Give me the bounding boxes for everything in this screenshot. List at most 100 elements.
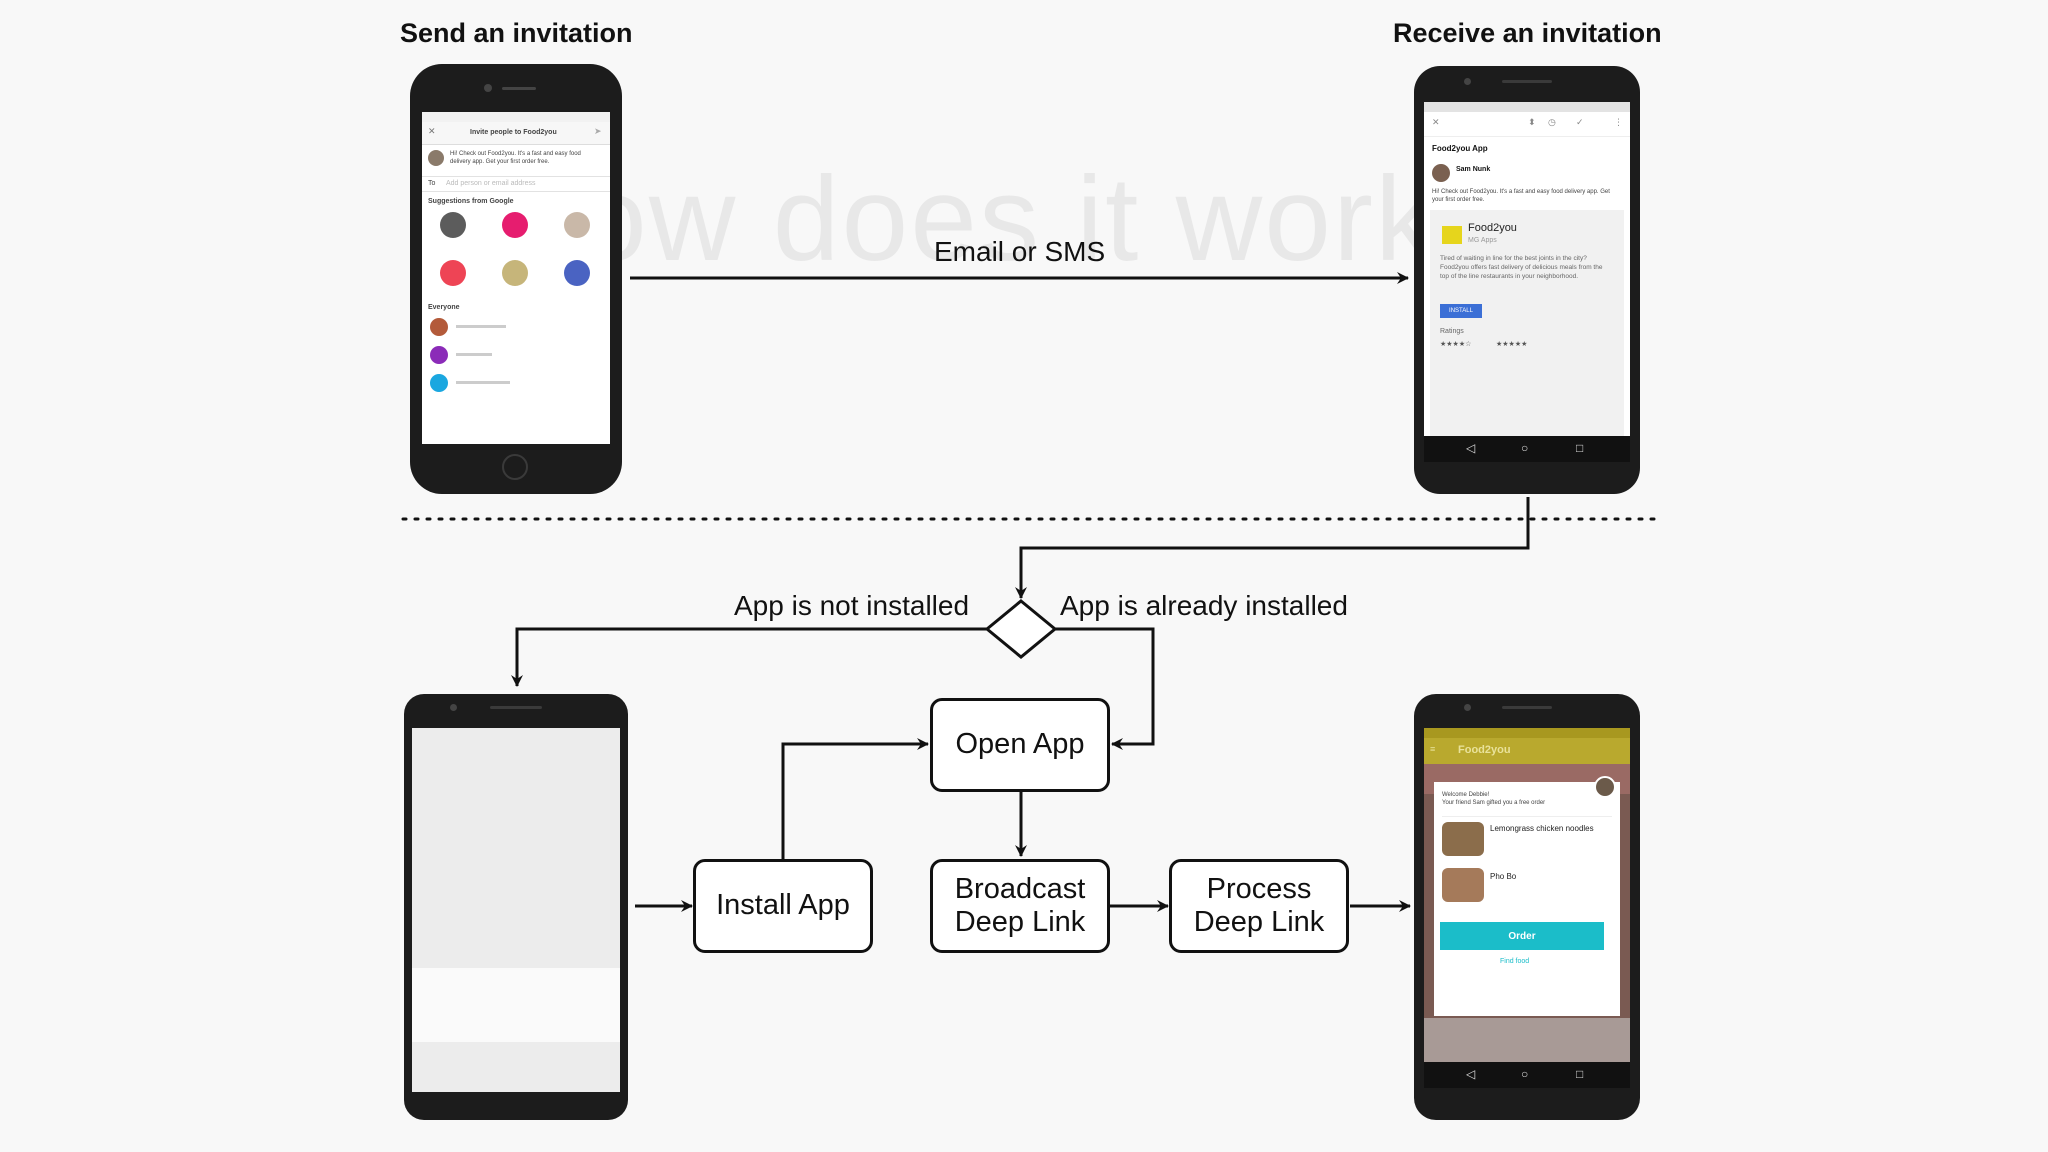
everyone-title: Everyone xyxy=(428,304,460,311)
back-icon[interactable]: ◁ xyxy=(1466,441,1476,455)
label-not-installed: App is not installed xyxy=(734,590,970,621)
blank-screen xyxy=(412,728,620,1092)
clock-icon[interactable]: ◷ xyxy=(1548,117,1556,127)
pin-icon[interactable]: ⬍ xyxy=(1528,117,1536,127)
email-body: Hi! Check out Food2you. It's a fast and … xyxy=(1432,189,1610,203)
node-process-deep-link: Process Deep Link xyxy=(1169,859,1349,953)
label-already-installed: App is already installed xyxy=(1060,590,1348,621)
to-field[interactable]: Add person or email address xyxy=(446,180,536,187)
email-subject: Food2you App xyxy=(1432,144,1488,153)
email-toolbar: ✕ ⬍ ◷ ✓ ⋮ xyxy=(1424,112,1630,137)
app-name: Food2you xyxy=(1468,222,1517,234)
rating-stars: ★★★★★ xyxy=(1496,341,1528,348)
contact-name-placeholder xyxy=(456,381,510,384)
contact-avatar[interactable] xyxy=(440,212,466,238)
gift-card: Welcome Debbie! Your friend Sam gifted y… xyxy=(1434,776,1620,1016)
contact-avatar[interactable] xyxy=(502,212,528,238)
node-broadcast-line2: Deep Link xyxy=(954,906,1086,938)
arrow-already-installed xyxy=(1055,627,1155,750)
app-publisher: MG Apps xyxy=(1468,237,1497,244)
invite-screen: ✕ Invite people to Food2you ➤ Hi! Check … xyxy=(422,112,610,444)
order-button[interactable]: Order xyxy=(1440,922,1604,950)
node-process-line1: Process xyxy=(1206,872,1312,905)
contact-avatar[interactable] xyxy=(430,374,448,392)
speaker-grille xyxy=(502,87,536,90)
recents-icon[interactable]: □ xyxy=(1576,1067,1584,1081)
decision-diamond xyxy=(984,599,1058,659)
watermark-text: ow does it work xyxy=(580,152,1437,286)
app-screen: ≡ Food2you Welcome Debbie! Your friend S… xyxy=(1424,728,1630,1062)
invite-message: Hi! Check out Food2you. It's a fast and … xyxy=(450,151,581,165)
speaker-grille xyxy=(1502,706,1552,709)
dish-name-1: Lemongrass chicken noodles xyxy=(1490,824,1594,833)
camera-dot xyxy=(1464,704,1471,711)
sender-avatar xyxy=(1594,776,1616,798)
label-email-sms: Email or SMS xyxy=(934,236,1106,267)
phone-app: ≡ Food2you Welcome Debbie! Your friend S… xyxy=(1414,694,1640,1120)
status-bar xyxy=(422,112,610,122)
status-bar xyxy=(1424,728,1630,738)
sender-name: Sam Nunk xyxy=(1456,166,1491,173)
contact-avatar[interactable] xyxy=(502,260,528,286)
rating-stars: ★★★★☆ xyxy=(1440,341,1472,348)
camera-dot xyxy=(1464,78,1471,85)
email-screen: ✕ ⬍ ◷ ✓ ⋮ Food2you App Sam Nunk Hi! Chec… xyxy=(1424,102,1630,436)
contact-name-placeholder xyxy=(456,325,506,328)
avatar xyxy=(428,150,444,166)
contact-avatar[interactable] xyxy=(564,212,590,238)
gift-text: Your friend Sam gifted you a free order xyxy=(1442,800,1546,806)
android-nav-bar: ◁ ○ □ xyxy=(1424,1062,1630,1088)
contact-avatar[interactable] xyxy=(440,260,466,286)
app-description: Tired of waiting in line for the best jo… xyxy=(1440,255,1603,280)
node-open-app-label: Open App xyxy=(955,728,1085,761)
android-nav-bar: ◁ ○ □ xyxy=(1424,436,1630,462)
camera-dot xyxy=(450,704,457,711)
node-broadcast-deep-link: Broadcast Deep Link xyxy=(930,859,1110,953)
home-button[interactable] xyxy=(502,454,528,480)
node-open-app: Open App xyxy=(930,698,1110,792)
ratings-label: Ratings xyxy=(1440,328,1464,335)
menu-icon[interactable]: ≡ xyxy=(1430,744,1436,754)
back-icon[interactable]: ◁ xyxy=(1466,1067,1476,1081)
home-icon[interactable]: ○ xyxy=(1521,441,1529,455)
app-card: Food2you MG Apps Tired of waiting in lin… xyxy=(1430,210,1624,436)
arrow-install-to-open xyxy=(781,738,929,859)
install-button[interactable]: INSTALL xyxy=(1440,304,1482,318)
node-install-app-label: Install App xyxy=(716,889,850,922)
contact-avatar[interactable] xyxy=(430,346,448,364)
close-icon[interactable]: ✕ xyxy=(428,126,436,136)
app-logo-icon xyxy=(1442,226,1462,244)
contact-name-placeholder xyxy=(456,353,492,356)
phone-install xyxy=(404,694,628,1120)
node-process-line2: Deep Link xyxy=(1193,906,1325,938)
dish-name-2: Pho Bo xyxy=(1490,872,1517,881)
phone-sender: ✕ Invite people to Food2you ➤ Hi! Check … xyxy=(410,64,622,494)
find-food-link[interactable]: Find food xyxy=(1500,958,1530,965)
camera-dot xyxy=(484,84,492,92)
welcome-text: Welcome Debbie! xyxy=(1442,792,1490,798)
recents-icon[interactable]: □ xyxy=(1576,441,1584,455)
suggestions-title: Suggestions from Google xyxy=(428,198,514,205)
contact-avatar[interactable] xyxy=(430,318,448,336)
contact-avatar[interactable] xyxy=(564,260,590,286)
blank-panel xyxy=(412,968,620,1042)
arrow-to-decision xyxy=(1015,497,1530,599)
node-broadcast-line1: Broadcast xyxy=(954,872,1086,905)
invite-toolbar: ✕ Invite people to Food2you ➤ xyxy=(422,122,610,145)
speaker-grille xyxy=(490,706,542,709)
node-install-app: Install App xyxy=(693,859,873,953)
phone-receiver: ✕ ⬍ ◷ ✓ ⋮ Food2you App Sam Nunk Hi! Chec… xyxy=(1414,66,1640,494)
sender-avatar xyxy=(1432,164,1450,182)
more-icon[interactable]: ⋮ xyxy=(1614,117,1623,127)
invite-title: Invite people to Food2you xyxy=(470,129,557,136)
heading-receive: Receive an invitation xyxy=(1393,18,1662,48)
dish-image xyxy=(1442,822,1484,856)
check-icon[interactable]: ✓ xyxy=(1576,117,1584,127)
app-bar: ≡ Food2you xyxy=(1424,738,1630,764)
send-icon[interactable]: ➤ xyxy=(594,126,602,136)
close-icon[interactable]: ✕ xyxy=(1432,117,1440,127)
to-label: To xyxy=(428,180,436,187)
home-icon[interactable]: ○ xyxy=(1521,1067,1529,1081)
to-field-row[interactable]: To Add person or email address xyxy=(422,176,610,192)
